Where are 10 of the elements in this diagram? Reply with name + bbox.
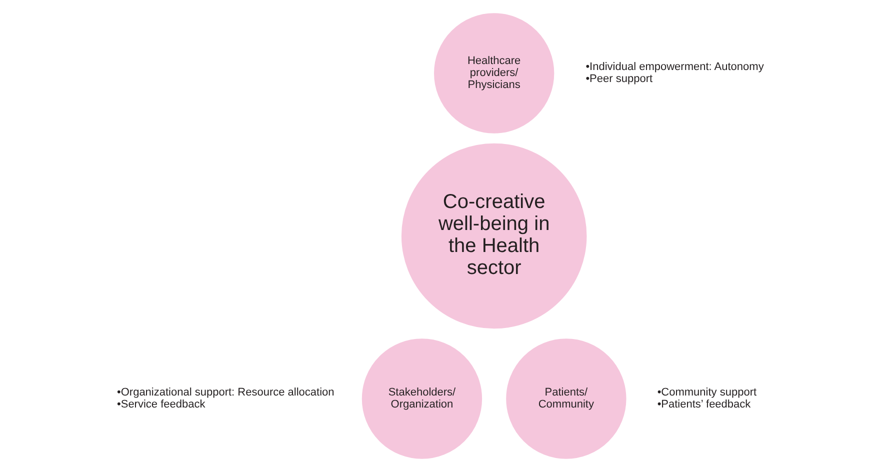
node-circle: Healthcare providers/ Physicians (431, 11, 556, 136)
node-label: •Organizational support: Resource allocation (116, 386, 334, 399)
node-label: •Peer support (585, 73, 652, 86)
node-circle: Co-creative well-being in the Health sector (398, 141, 588, 331)
node-label: •Individual empowerment: Autonomy (585, 61, 764, 74)
node-label: •Service feedback (116, 398, 205, 411)
node-circle: Stakeholders/ Organization (359, 336, 484, 461)
node-label: •Community support (656, 386, 756, 399)
node-label: •Patients’ feedback (656, 398, 750, 411)
node-circle: Patients/ Community (504, 336, 628, 461)
